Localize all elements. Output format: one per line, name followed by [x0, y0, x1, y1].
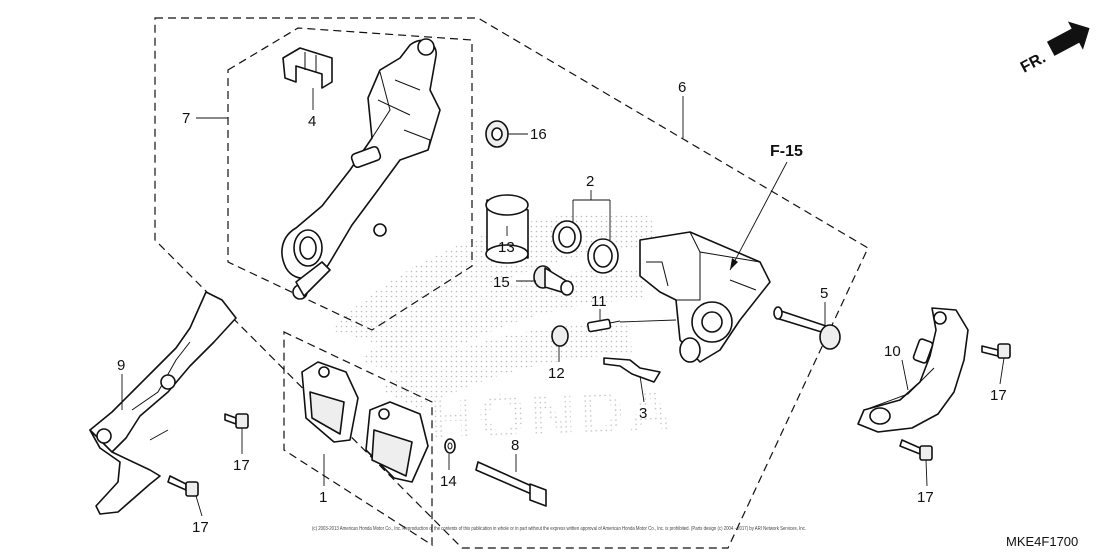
bolt-part-17-c [981, 343, 1011, 359]
bolt-part-17-a [224, 413, 249, 429]
bleed-cap-part-12 [551, 325, 569, 347]
honda-watermark-text: HONDA [428, 376, 678, 454]
assembly-boundary-1 [283, 331, 433, 547]
front-direction-arrow-icon [1046, 21, 1090, 56]
drawing-code: MKE4F1700 [1006, 534, 1078, 549]
clip-part-3 [603, 357, 661, 383]
leader-lines [121, 88, 1005, 517]
assembly-boundary-7 [227, 27, 473, 331]
disc-guard-part-9 [89, 291, 237, 515]
callout-16: 16 [530, 126, 547, 143]
callout-13: 13 [498, 239, 515, 256]
callout-1: 1 [319, 489, 327, 506]
seal-set-part-2 [552, 220, 619, 274]
pad-spring-part-4 [282, 47, 333, 89]
callout-4: 4 [308, 113, 316, 130]
callout-9: 9 [117, 357, 125, 374]
assembly-boundary-6 [154, 17, 869, 549]
callout-5: 5 [820, 285, 828, 302]
callout-7: 7 [182, 110, 190, 127]
callout-8: 8 [511, 437, 519, 454]
callout-2: 2 [586, 173, 594, 190]
callout-3: 3 [639, 405, 647, 422]
callout-14: 14 [440, 473, 457, 490]
callout-11: 11 [591, 293, 607, 310]
caliper-bracket-part-7 [281, 38, 441, 300]
piston-part-13 [485, 194, 529, 264]
slide-pin-part-5 [773, 306, 841, 350]
reference-arrowhead [730, 258, 738, 270]
callout-17-c: 17 [990, 387, 1007, 404]
callout-12: 12 [548, 365, 565, 382]
front-direction-label: FR. [1018, 49, 1049, 76]
callout-17-a: 17 [233, 457, 250, 474]
reference-label: F-15 [770, 143, 803, 160]
callout-17-d: 17 [917, 489, 934, 506]
copyright-notice: (c) 2003-2013 American Honda Motor Co., … [312, 526, 806, 532]
callout-10: 10 [884, 343, 901, 360]
pin-part-15 [533, 265, 574, 296]
boot-part-16 [485, 120, 509, 148]
pad-pin-part-8 [475, 461, 547, 507]
callout-17-b: 17 [192, 519, 209, 536]
bleed-screw-part-11 [586, 318, 621, 333]
washer-part-14 [444, 438, 456, 454]
caliper-body [639, 231, 771, 363]
guard-part-10 [857, 307, 969, 433]
callout-15: 15 [493, 274, 510, 291]
callout-6: 6 [678, 79, 686, 96]
bolt-part-17-d [899, 439, 933, 461]
reference-leader [729, 161, 788, 271]
pad-set-part-1 [301, 361, 429, 483]
bolt-part-17-b [167, 475, 199, 497]
